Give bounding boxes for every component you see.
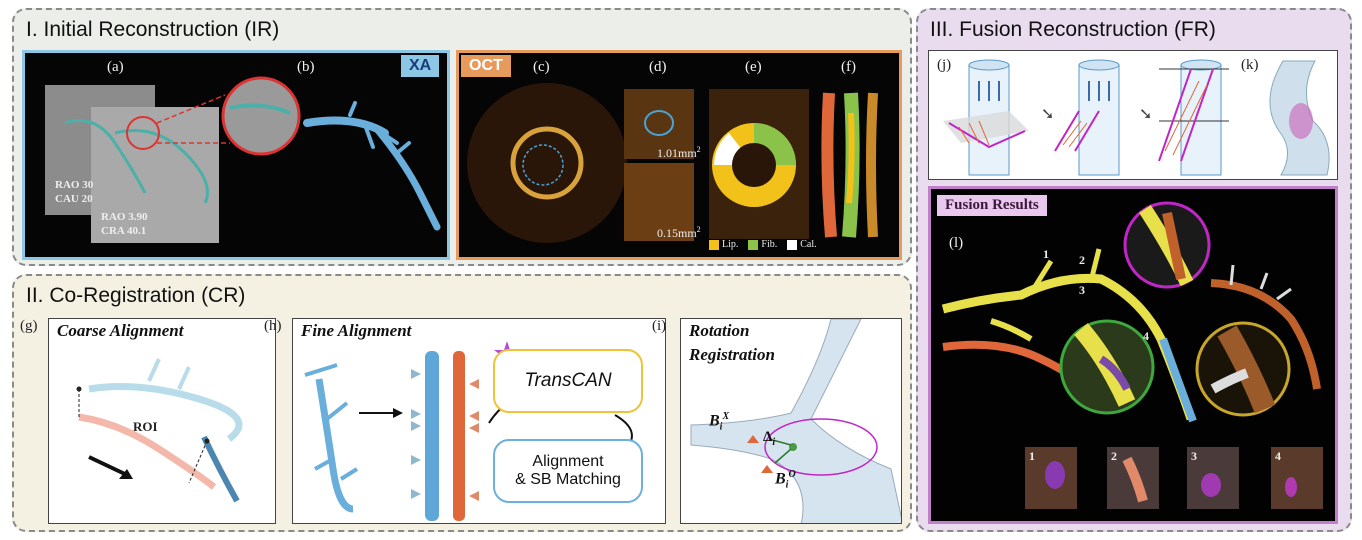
fine-alignment-title: Fine Alignment [301,321,412,340]
inset-label-2: 2 [1111,449,1117,463]
rotation-registration-panel: Rotation Registration BiX Δi BiO [680,318,902,524]
inset-label-3: 3 [1191,449,1197,463]
sb-matching-label: & SB Matching [515,471,621,488]
bo-label: BiO [775,469,796,491]
coarse-alignment-illustration [76,358,243,503]
panel-g-label: (g) [20,318,38,334]
xa-badge: XA [401,55,440,77]
panel-j-label: (j) [937,57,952,73]
rotation-title-line1: Rotation [689,321,750,340]
xa-illustration [45,76,441,243]
svg-text:➘: ➘ [1139,106,1152,123]
fine-alignment-panel: Fine Alignment TransCAN Alignment & SB M… [292,318,666,524]
rotation-registration-illustration [690,319,901,523]
alignment-label: Alignment [532,453,604,470]
section-fr-title: III. Fusion Reconstruction (FR) [930,18,1216,41]
oct-badge: OCT [461,55,511,77]
view1-angle-line1: RAO 30 [55,179,94,191]
inset-label-4: 4 [1275,449,1281,463]
oct-illustration [467,83,878,243]
panel-b-label: (b) [297,59,315,75]
bx-label: BiX [709,411,730,433]
view2-angle-line1: RAO 3.90 [101,211,148,223]
legend-label-calcium: Cal. [800,239,817,250]
panel-a-label: (a) [107,59,124,75]
inset-label-1: 1 [1029,449,1035,463]
legend-fibrous: Fib. [748,239,777,250]
panel-c-label: (c) [533,59,550,75]
section-ir-title: I. Initial Reconstruction (IR) [26,18,280,41]
panel-d-label: (d) [649,59,667,75]
rotation-title-line2: Registration [689,345,775,364]
coarse-alignment-panel: Coarse Alignment ROI [48,318,276,524]
fusion-results-panel: Fusion Results (l) 1 2 3 4 1 2 3 4 [928,186,1338,524]
delta-label: Δi [763,429,776,448]
fusion-method-illustration: ➘ ➘ [943,59,1330,176]
coarse-alignment-title: Coarse Alignment [57,321,184,340]
legend-swatch-calcium [787,239,798,250]
panel-k-label: (k) [1241,57,1259,73]
xa-panel: (a) (b) XA RAO 30 CAU 20 RAO 3.90 CRA 40… [22,50,450,260]
legend-calcium: Cal. [787,239,817,250]
marker-1: 1 [1043,247,1049,261]
panel-f-label: (f) [841,59,856,75]
marker-2: 2 [1079,253,1085,267]
legend-label-lipid: Lip. [722,239,739,250]
transcan-label: TransCAN [524,370,612,391]
legend-swatch-lipid [709,239,719,250]
legend-label-fibrous: Fib. [761,239,778,250]
lumen-area-2: 0.15mm2 [657,225,701,240]
panel-l-label: (l) [949,235,964,251]
section-cr-title: II. Co-Registration (CR) [26,284,246,307]
panel-h-label: (h) [264,318,282,334]
marker-3: 3 [1079,283,1085,297]
sb-matching-box: Alignment & SB Matching [493,439,643,503]
marker-4: 4 [1143,329,1149,343]
transcan-box: TransCAN [493,349,643,413]
legend-lipid: Lip. [709,239,738,250]
fusion-method-panel: ➘ ➘ (j) (k) [928,50,1338,180]
panel-e-label: (e) [745,59,762,75]
lumen-area-1: 1.01mm2 [657,145,701,160]
tissue-legend: Lip. Fib. Cal. [709,239,817,250]
roi-label: ROI [133,419,158,434]
fine-alignment-illustration [304,341,633,521]
legend-swatch-fibrous [748,239,759,250]
oct-panel: OCT (c) (d) (e) (f) 1.01mm2 0.15mm2 Lip.… [456,50,902,260]
svg-text:➘: ➘ [1041,106,1054,123]
fusion-results-badge: Fusion Results [937,195,1047,216]
view1-angle-line2: CAU 20 [55,193,93,205]
fusion-results-illustration [941,201,1323,509]
view2-angle-line2: CRA 40.1 [101,225,147,237]
panel-i-label: (i) [652,318,667,334]
